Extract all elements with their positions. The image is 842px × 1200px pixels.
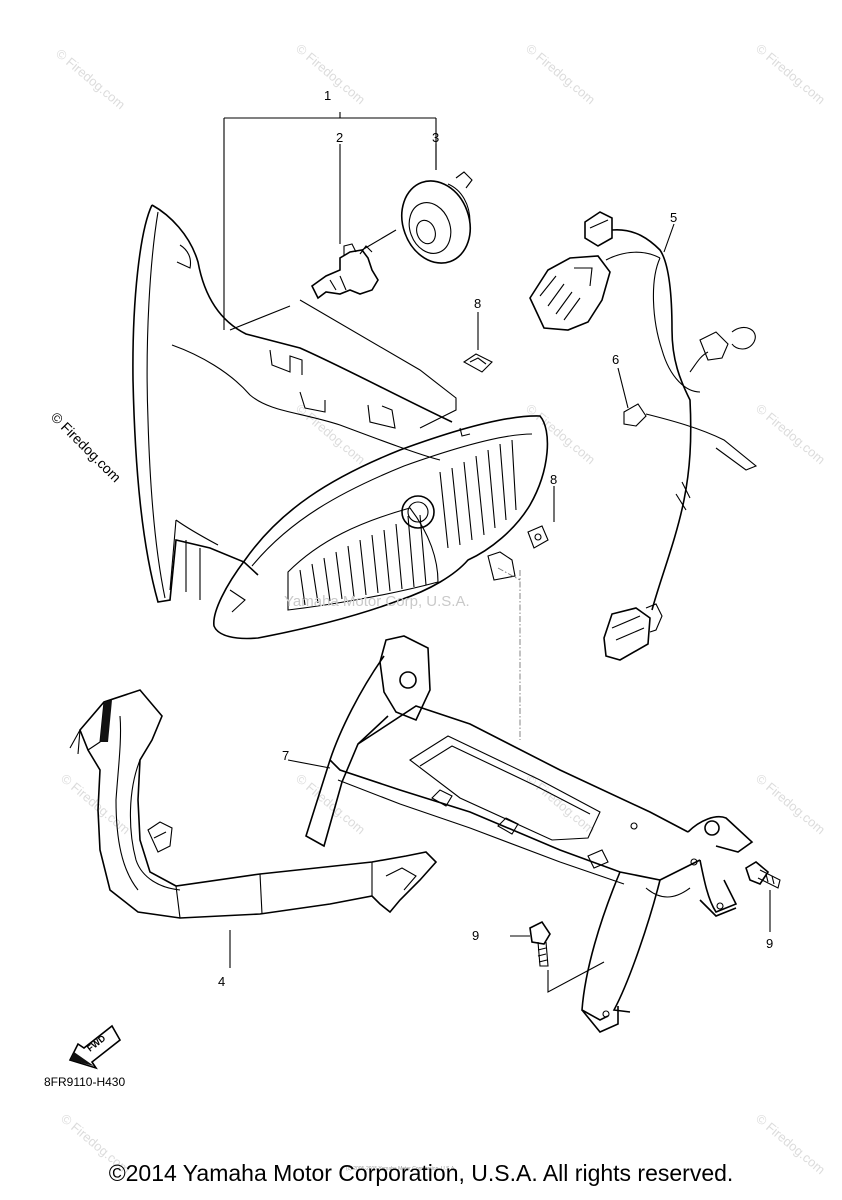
faint-watermark: © Firedog.com [753,771,828,837]
tiny-watermark: (c) 2005-2015 Yamaha Motor Corporation, … [346,1166,456,1172]
part-label-7: 7 [282,748,289,763]
part-label-1: 1 [324,88,331,103]
part-label-8-lower: 8 [550,472,557,487]
leader-5 [663,223,675,253]
faint-watermark: © Firedog.com [293,771,368,837]
part-label-6: 6 [612,352,619,367]
leader-7 [287,759,331,769]
leader-lines-top [223,112,457,429]
part-label-5: 5 [670,210,677,225]
faint-watermark: © Firedog.com [58,771,133,837]
faint-watermark: © Firedog.com [753,401,828,467]
part-label-4: 4 [218,974,225,989]
copyright-footer: ©2014 Yamaha Motor Corporation, U.S.A. A… [108,1160,734,1186]
faint-watermark: © Firedog.com [753,41,828,107]
clip-nut-lower [527,486,555,549]
headlight-bulb [310,243,379,300]
faint-watermark: © Firedog.com [53,46,128,112]
side-watermark: © Firedog.com [48,409,124,485]
faint-watermark: © Firedog.com [293,401,368,467]
fwd-arrow: FWD [68,1024,122,1070]
headlight-stay [305,635,754,1033]
bolt-lower [510,920,605,993]
diagram-code: 8FR9110-H430 [44,1075,125,1089]
part-label-2: 2 [336,130,343,145]
headlight-bracket [69,689,438,919]
part-number-labels: 1 2 3 4 5 6 7 8 8 9 9 [218,88,773,989]
leader-6 [617,367,629,409]
part-label-8-upper: 8 [474,296,481,311]
bulb-cover [401,171,473,264]
wire-harness [529,211,758,661]
part-label-9-right: 9 [766,936,773,951]
faint-watermark: © Firedog.com [523,771,598,837]
headlight-assembly [132,204,549,640]
bolt-right [745,861,781,932]
position-light-lens [401,495,435,529]
clip-nut-upper [462,312,493,373]
faint-watermark: © Firedog.com [523,401,598,467]
part-label-9-lower: 9 [472,928,479,943]
part-label-3: 3 [432,130,439,145]
fwd-label: FWD [85,1033,108,1054]
lens-reflector-ribs [287,439,517,611]
center-watermark: Yamaha Motor Corp, U.S.A. [284,593,470,610]
faint-watermark: © Firedog.com [523,41,598,107]
